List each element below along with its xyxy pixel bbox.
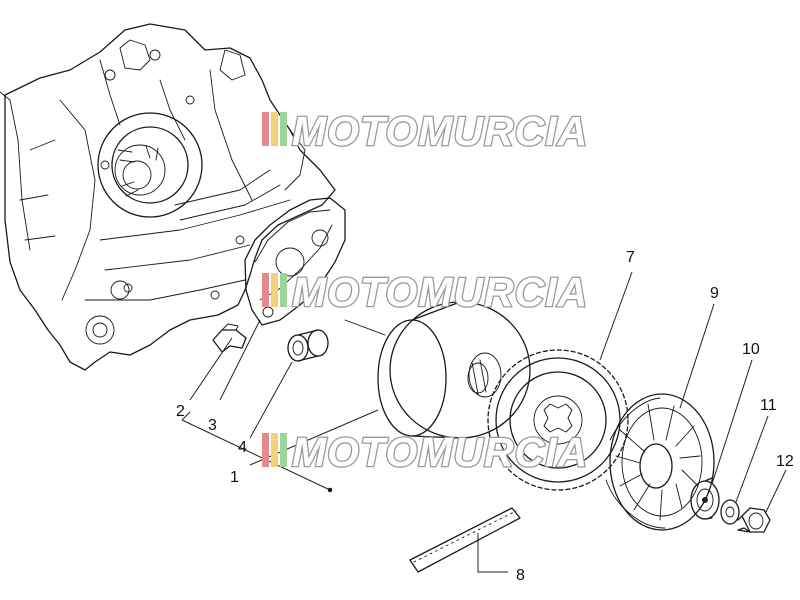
watermark-stripe	[280, 112, 287, 146]
callout-9: 9	[710, 285, 719, 302]
watermark-stripe	[262, 112, 269, 146]
callout-7: 7	[626, 249, 635, 266]
callout-labels: 2 3 4 1 7 8 9 10 11 12	[176, 249, 794, 584]
crankcase	[0, 23, 336, 371]
callout-1: 1	[230, 469, 239, 486]
part-9-fan-pulley	[605, 393, 715, 531]
callout-10: 10	[742, 341, 760, 358]
callout-2: 2	[176, 403, 185, 420]
watermark-text: MOTOMURCIA	[292, 108, 588, 154]
part-11-washer	[720, 499, 740, 525]
watermark-stripe	[271, 273, 278, 307]
callout-11: 11	[760, 397, 777, 414]
watermark-middle: MOTOMURCIA	[262, 268, 589, 316]
watermark-stripe	[262, 273, 269, 307]
watermark-stripe	[271, 112, 278, 146]
callout-4: 4	[238, 439, 247, 456]
watermark-stripe	[280, 273, 287, 307]
watermark-stripe	[262, 433, 269, 467]
watermark-stripe	[271, 433, 278, 467]
part-12-nut	[737, 507, 771, 533]
callout-12: 12	[776, 453, 794, 470]
watermark-top: MOTOMURCIA	[262, 107, 589, 155]
part-4-bearing	[287, 329, 329, 362]
watermark-stripe	[280, 433, 287, 467]
part-10-ratchet	[690, 477, 720, 520]
callout-8: 8	[516, 567, 525, 584]
part-1-half-pulley	[344, 301, 531, 439]
part-2-clip	[212, 323, 247, 353]
watermark-text: MOTOMURCIA	[292, 429, 588, 475]
part-7-gear	[487, 349, 629, 491]
callout-3: 3	[208, 417, 217, 434]
watermark-text: MOTOMURCIA	[292, 269, 588, 315]
watermark-bottom: MOTOMURCIA	[262, 428, 589, 476]
part-8-belt	[409, 507, 521, 573]
